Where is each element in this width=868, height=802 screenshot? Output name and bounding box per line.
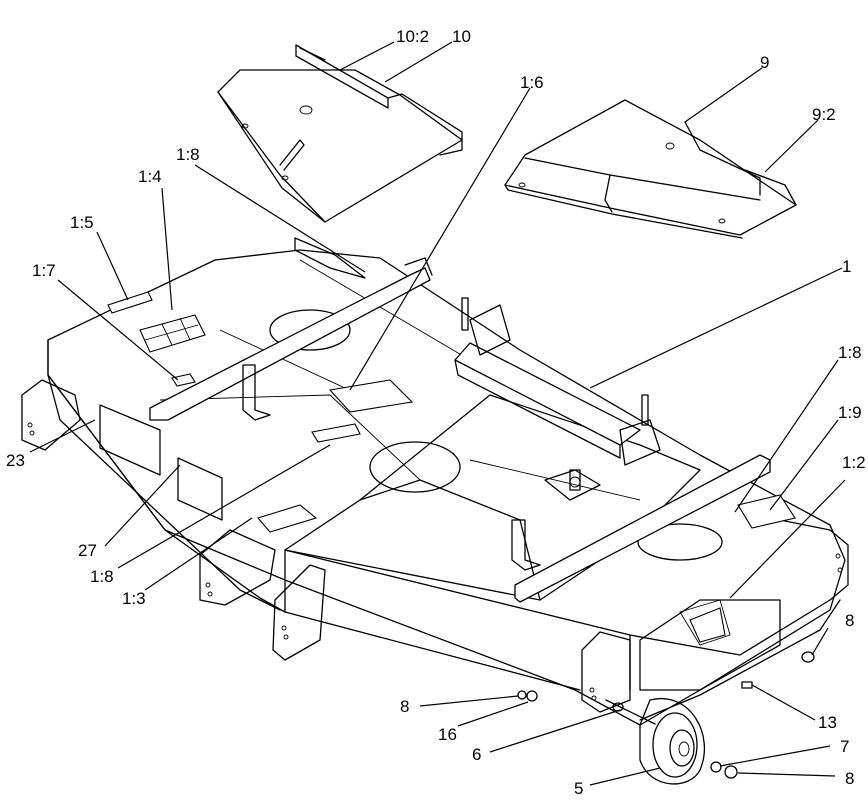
callout-13: 13 xyxy=(818,713,837,732)
callout-8-bottom: 8 xyxy=(845,769,854,788)
callout-9: 9 xyxy=(760,53,769,72)
callout-1-2: 1:2 xyxy=(842,453,866,472)
callout-1-9: 1:9 xyxy=(838,403,862,422)
callout-10: 10 xyxy=(452,27,471,46)
caster-wheel-assembly xyxy=(517,651,815,785)
callout-1-5: 1:5 xyxy=(70,213,94,232)
callout-27: 27 xyxy=(78,541,97,560)
callout-8-right: 8 xyxy=(845,611,854,630)
callout-5: 5 xyxy=(574,779,583,798)
callout-23: 23 xyxy=(6,451,25,470)
callout-labels: 10:2 10 1:6 9 9:2 1:8 1:4 1:5 1 1:7 1:8 … xyxy=(6,27,866,798)
carrier-frame xyxy=(149,237,771,603)
callout-1: 1 xyxy=(842,257,851,276)
leader-lines xyxy=(29,41,846,786)
callout-1-8-right: 1:8 xyxy=(838,343,862,362)
callout-1-3: 1:3 xyxy=(122,589,146,608)
callout-1-6: 1:6 xyxy=(520,73,544,92)
callout-16: 16 xyxy=(438,725,457,744)
callout-1-8-top: 1:8 xyxy=(176,145,200,164)
callout-7: 7 xyxy=(840,737,849,756)
callout-10-2: 10:2 xyxy=(396,27,429,46)
callout-1-4: 1:4 xyxy=(138,167,162,186)
callout-9-2: 9:2 xyxy=(812,105,836,124)
callout-6: 6 xyxy=(472,745,481,764)
deflector-left xyxy=(217,44,463,223)
deflector-right xyxy=(504,99,797,239)
callout-1-7: 1:7 xyxy=(32,261,56,280)
callout-8-left: 8 xyxy=(400,697,409,716)
callout-1-8-bottom: 1:8 xyxy=(90,567,114,586)
